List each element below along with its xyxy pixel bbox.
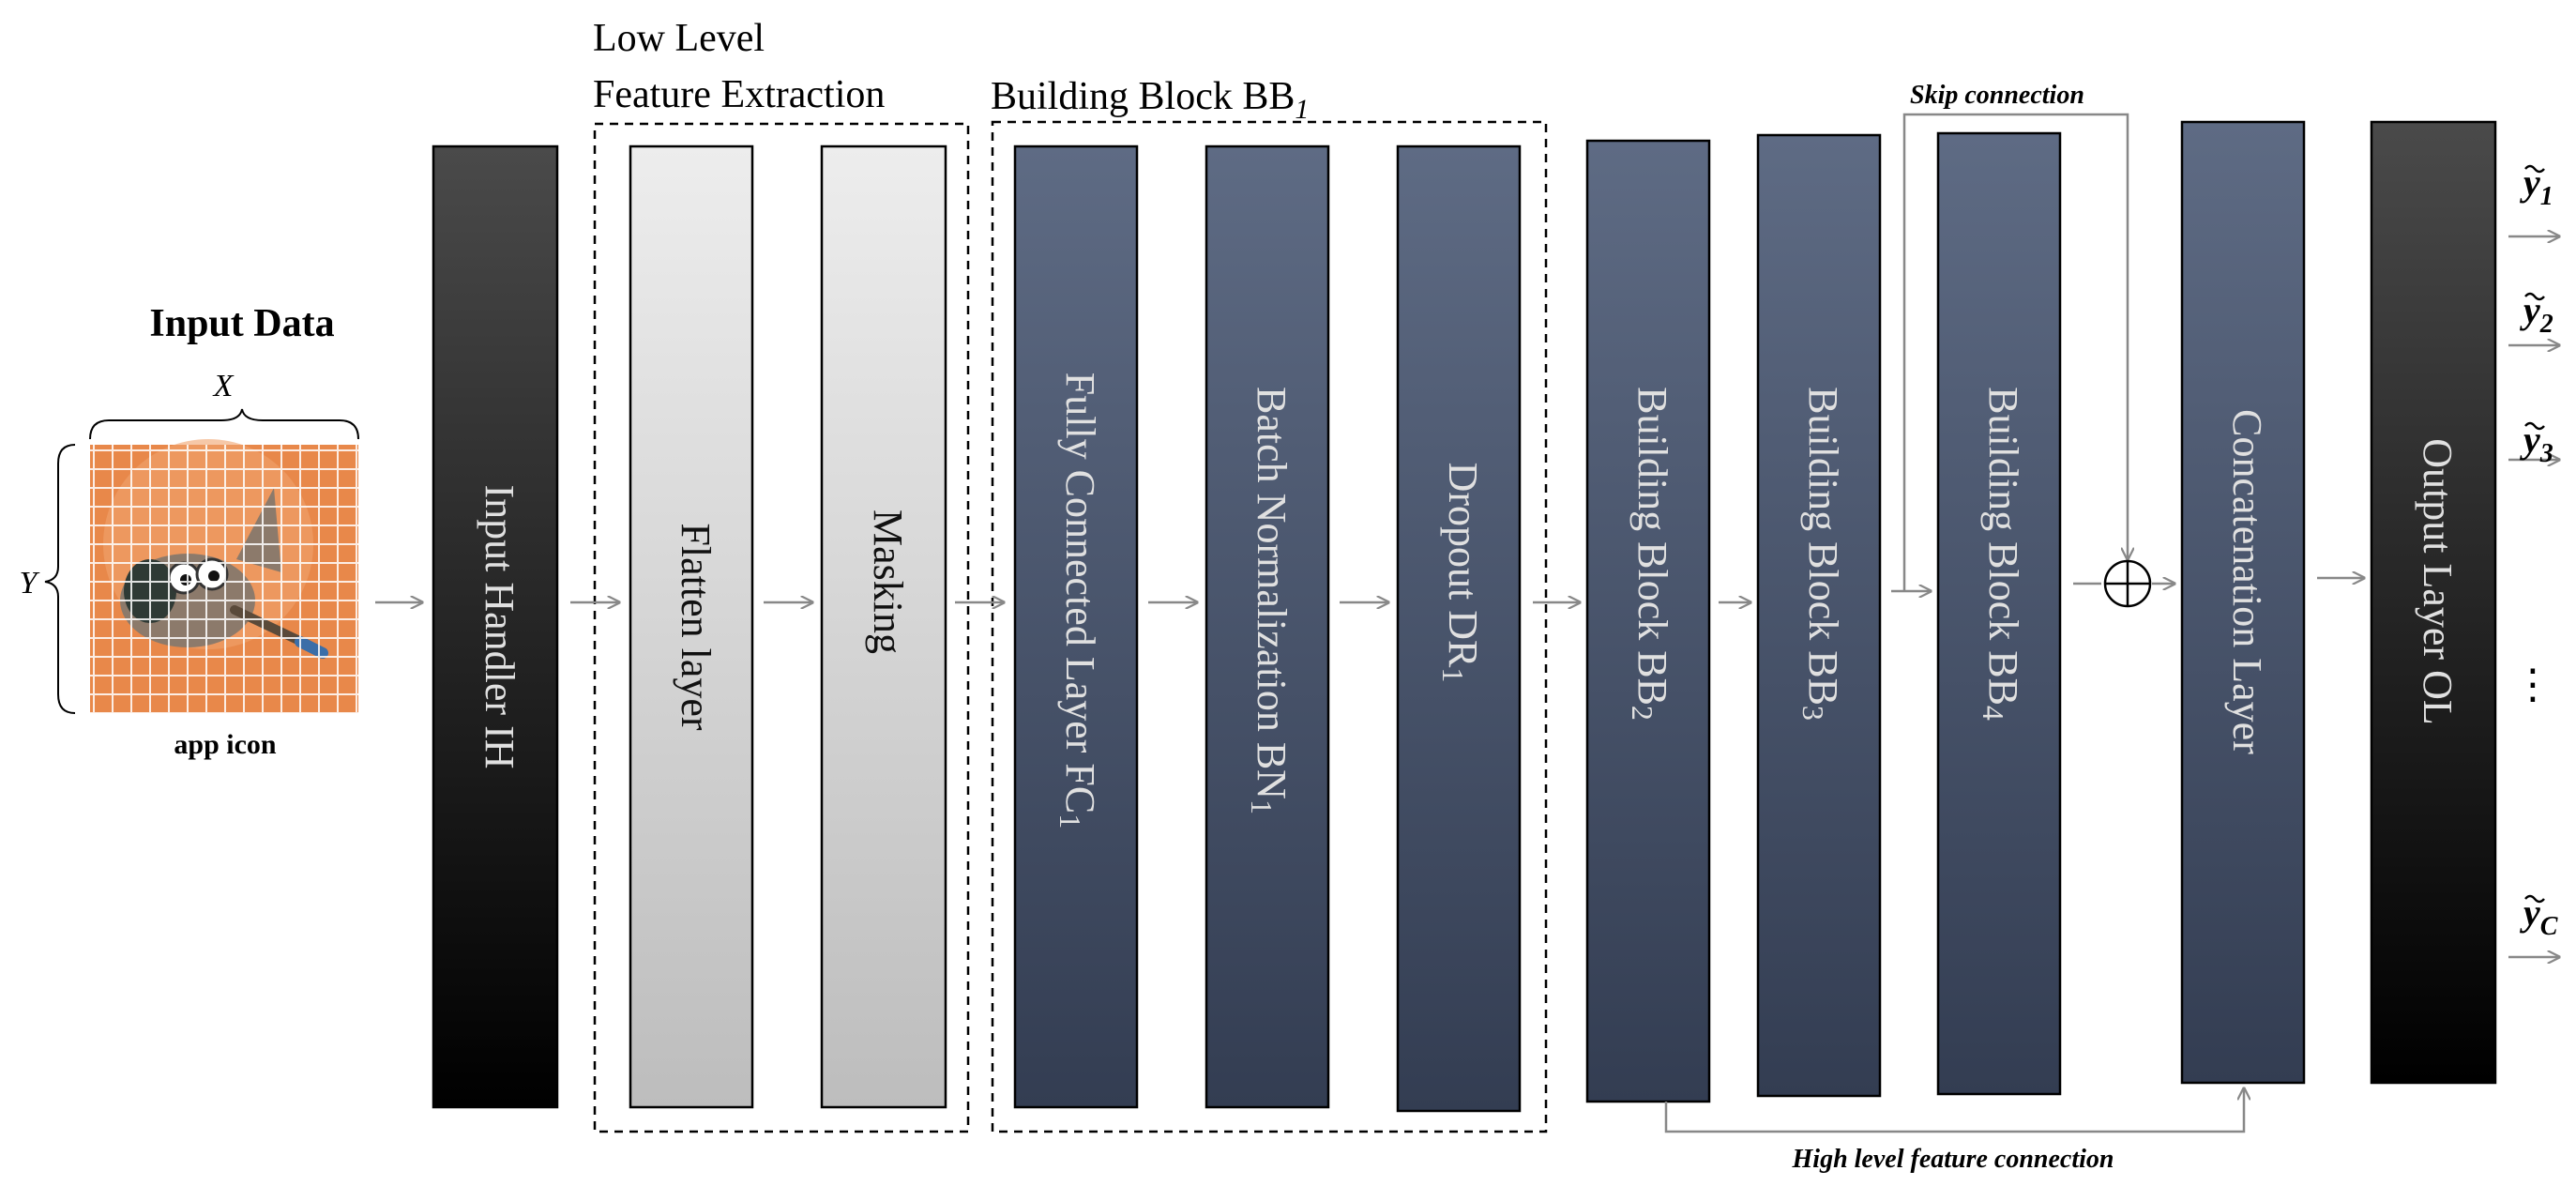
input-handler-block: Input Handler IH (432, 144, 559, 1109)
bb2-label: Building Block BB2 (1626, 387, 1675, 721)
tilde-mark-1 (2524, 164, 2545, 174)
tilde-mark-3 (2524, 421, 2545, 431)
low-level-label-line1: Low Level (593, 17, 765, 60)
x-brace (89, 408, 359, 440)
skip-connection-path (1902, 113, 2128, 591)
fc1-label: Fully Connected Layer FC1 (1053, 373, 1103, 829)
low-level-dashed-box (593, 122, 970, 1133)
concatenation-layer-block: Concatenation Layer (2180, 120, 2306, 1085)
building-block-bb3-block: Building Block BB3 (1756, 133, 1882, 1098)
low-level-feature-extraction-group: Low Level Feature Extraction (593, 17, 970, 1133)
flow-arrows (375, 113, 2559, 1133)
input-data-panel: Input Data X Y app icon (20, 302, 359, 760)
x-axis-label: X (212, 369, 235, 403)
flatten-layer-block: Flatten layer (629, 144, 754, 1109)
outputs-ellipsis: ⋮ (2512, 661, 2553, 708)
bb1-group-label: Building Block BB1 (991, 75, 1309, 125)
output-label-1: y1 (2520, 161, 2553, 211)
masking-label: Masking (865, 509, 911, 654)
output-layer-block: Output Layer OL (2370, 120, 2497, 1085)
high-level-connection-label: High level feature connection (1792, 1145, 2114, 1174)
y-axis-label: Y (20, 566, 40, 601)
flatten-layer-label: Flatten layer (673, 523, 719, 730)
output-layer-label: Output Layer OL (2415, 438, 2461, 724)
input-handler-label: Input Handler IH (477, 484, 523, 768)
input-data-title: Input Data (149, 302, 334, 345)
bb4-label: Building Block BB4 (1977, 387, 2026, 721)
dropout-dr1-block: Dropout DR1 (1396, 144, 1522, 1113)
building-block-bb4-block: Building Block BB4 (1936, 131, 2062, 1096)
bn1-label: Batch Normalization BN1 (1245, 387, 1295, 814)
concatenation-label: Concatenation Layer (2224, 409, 2270, 754)
high-level-connection-path (1664, 1088, 2244, 1133)
tilde-mark-2 (2524, 292, 2545, 301)
tilde-mark-c (2524, 894, 2545, 904)
batch-normalization-bn1-block: Batch Normalization BN1 (1205, 144, 1330, 1109)
sum-node (2103, 559, 2152, 608)
bb3-label: Building Block BB3 (1796, 387, 1846, 721)
output-label-c: yC (2520, 891, 2558, 941)
building-block-bb1-group: Building Block BB1 (991, 75, 1548, 1133)
app-icon-caption: app icon (174, 729, 277, 760)
fully-connected-fc1-block: Fully Connected Layer FC1 (1013, 144, 1139, 1109)
skip-connection-label: Skip connection (1910, 81, 2084, 110)
output-label-2: y2 (2520, 289, 2553, 339)
dr1-label: Dropout DR1 (1436, 463, 1486, 683)
output-label-3: y3 (2520, 418, 2553, 468)
low-level-label-line2: Feature Extraction (593, 73, 885, 116)
output-labels: y1 y2 y3 yC (2520, 161, 2558, 941)
masking-block: Masking (820, 144, 947, 1109)
building-block-bb2-block: Building Block BB2 (1585, 139, 1711, 1103)
gimp-mascot-icon (90, 439, 358, 713)
bb1-dashed-box (991, 120, 1548, 1133)
output-tildes (2524, 164, 2545, 904)
y-brace (44, 444, 76, 714)
